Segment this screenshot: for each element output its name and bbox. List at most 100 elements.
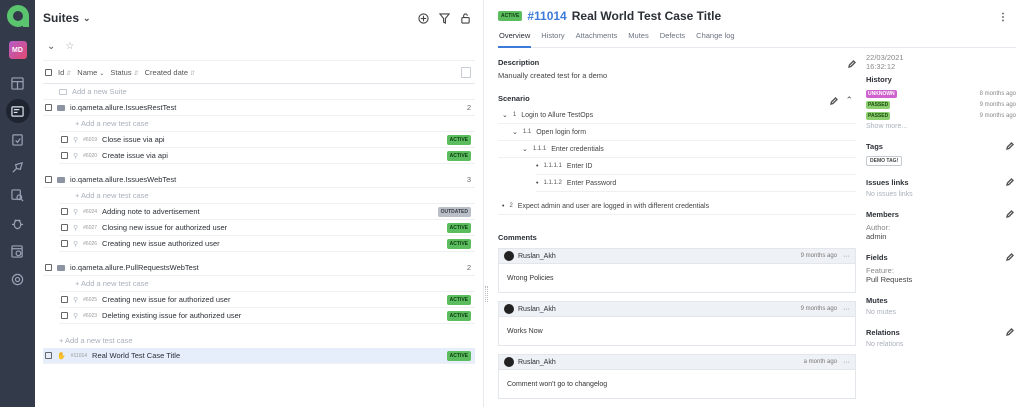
checkbox[interactable] [45, 264, 52, 271]
created-time: 16:32:12 [866, 62, 896, 71]
add-test-case-row[interactable]: + Add a new test case [59, 188, 475, 204]
step-row[interactable]: ⌄ 1 Login to Allure TestOps [498, 107, 856, 124]
avatar [504, 357, 514, 367]
checkbox[interactable] [45, 352, 52, 359]
more-icon[interactable]: ··· [843, 305, 850, 313]
star-icon[interactable]: ☆ [65, 40, 75, 52]
column-id[interactable]: Id⇵ [58, 67, 72, 77]
collapse-scenario-icon[interactable]: ⌃ [845, 95, 853, 105]
edit-fields-icon[interactable] [1006, 253, 1014, 261]
tab-mutes[interactable]: Mutes [628, 31, 649, 40]
edit-description-icon[interactable] [848, 60, 856, 68]
column-name[interactable]: Name⌄ [77, 67, 105, 77]
allure-logo[interactable] [6, 5, 29, 27]
chevron-down-icon[interactable]: ⌄ [512, 129, 518, 136]
copy-icon[interactable] [461, 67, 471, 78]
more-icon[interactable]: ··· [843, 358, 850, 366]
status-badge: ACTIVE [498, 10, 523, 21]
add-test-case-row[interactable]: + Add a new test case [59, 276, 475, 292]
suite-row[interactable]: io.qameta.allure.PullRequestsWebTest 2 [43, 260, 475, 276]
test-case-row[interactable]: ⚲ #6026 Creating new issue authorized us… [59, 236, 475, 252]
filter-icon[interactable] [439, 12, 450, 24]
edit-tags-icon[interactable] [1006, 142, 1014, 150]
collapse-all-icon[interactable]: ⌄ [47, 40, 56, 52]
selected-test-case-row[interactable]: ✋ #11014 Real World Test Case Title ACTI… [43, 348, 475, 364]
add-test-case-root-row[interactable]: + Add a new test case [59, 335, 133, 345]
column-status[interactable]: Status⇵ [110, 67, 139, 77]
defects-icon[interactable] [6, 211, 30, 235]
mutes-title: Mutes [866, 296, 888, 305]
dashboard-icon[interactable] [6, 71, 30, 95]
test-case-row[interactable]: ⚲ #6020 Create issue via api ACTIVE [59, 148, 475, 164]
tab-defects[interactable]: Defects [659, 31, 686, 40]
tab-change-log[interactable]: Change log [696, 31, 735, 40]
select-all-checkbox[interactable] [45, 68, 52, 76]
bullet-icon: • [536, 162, 539, 170]
suite-row[interactable]: io.qameta.allure.IssuesWebTest 3 [43, 172, 475, 188]
comment-text: Wrong Policies [507, 274, 554, 282]
test-case-row[interactable]: ⚲ #6023 Deleting existing issue for auth… [59, 308, 475, 324]
add-suite-row[interactable]: Add a new Suite [43, 84, 475, 100]
resize-handle[interactable] [485, 286, 488, 302]
test-cases-icon[interactable] [5, 99, 30, 123]
test-case-row[interactable]: ⚲ #6025 Creating new issue for authorize… [59, 292, 475, 308]
step-row[interactable]: • 2 Expect admin and user are logged in … [498, 198, 856, 215]
test-case-row[interactable]: ⚲ #6019 Close issue via api ACTIVE [59, 132, 475, 148]
description-title: Description [498, 58, 540, 67]
folder-icon [57, 176, 65, 183]
tab-attachments[interactable]: Attachments [575, 31, 618, 40]
checkbox[interactable] [45, 104, 52, 111]
analytics-icon[interactable] [6, 183, 30, 207]
checkbox[interactable] [61, 240, 68, 247]
more-menu-icon[interactable]: ⋮ [998, 12, 1008, 23]
jobs-icon[interactable] [6, 239, 30, 263]
edit-issues-icon[interactable] [1006, 178, 1014, 186]
folder-icon [57, 264, 65, 271]
column-created-date[interactable]: Created date⇵ [144, 67, 196, 77]
description-text: Manually created test for a demo [498, 71, 608, 80]
status-badge: ACTIVE [446, 350, 471, 361]
step-row[interactable]: • 1.1.1.2 Enter Password [536, 175, 856, 192]
checkbox[interactable] [61, 152, 68, 159]
launches-icon[interactable] [6, 155, 30, 179]
sidebar: MD [0, 0, 35, 407]
test-case-id[interactable]: #11014 [527, 8, 567, 23]
checkbox[interactable] [61, 312, 68, 319]
add-icon[interactable] [418, 12, 429, 24]
chevron-down-icon[interactable]: ⌄ [522, 146, 528, 153]
project-avatar[interactable]: MD [8, 41, 27, 59]
page-title: Suites [43, 11, 80, 25]
add-test-case-row[interactable]: + Add a new test case [59, 116, 475, 132]
edit-members-icon[interactable] [1006, 210, 1014, 218]
checkbox[interactable] [45, 176, 52, 183]
test-plans-icon[interactable] [6, 127, 30, 151]
show-more-link[interactable]: Show more... [866, 123, 908, 130]
checkbox[interactable] [61, 296, 68, 303]
bullet-icon: • [536, 179, 539, 187]
test-case-row[interactable]: ⚲ #6027 Closing new issue for authorized… [59, 220, 475, 236]
test-case-row[interactable]: ⚲ #6024 Adding note to advertisement OUT… [59, 204, 475, 220]
chevron-down-icon[interactable]: ⌄ [502, 112, 508, 119]
step-row[interactable]: ⌄ 1.1 Open login form [498, 124, 856, 141]
checkbox[interactable] [61, 136, 68, 143]
edit-scenario-icon[interactable] [830, 97, 838, 105]
more-icon[interactable]: ··· [843, 252, 850, 260]
tab-overview[interactable]: Overview [498, 31, 532, 48]
settings-icon[interactable] [6, 267, 30, 291]
step-row[interactable]: ⌄ 1.1.1 Enter credentials [498, 141, 856, 158]
checkbox[interactable] [61, 224, 68, 231]
tab-history[interactable]: History [541, 31, 565, 40]
checkbox[interactable] [61, 208, 68, 215]
history-title: History [866, 75, 892, 84]
tag[interactable]: DEMO TAG! [866, 156, 903, 166]
members-title: Members [866, 210, 899, 219]
step-row[interactable]: • 1.1.1.1 Enter ID [536, 158, 856, 175]
table-header: Id⇵ Name⌄ Status⇵ Created date⇵ [43, 60, 475, 84]
suite-row[interactable]: io.qameta.allure.IssuesRestTest 2 [43, 100, 475, 116]
unlock-icon[interactable] [460, 12, 471, 24]
edit-relations-icon[interactable] [1006, 328, 1014, 336]
suites-dropdown[interactable]: Suites ⌄ [43, 11, 91, 25]
